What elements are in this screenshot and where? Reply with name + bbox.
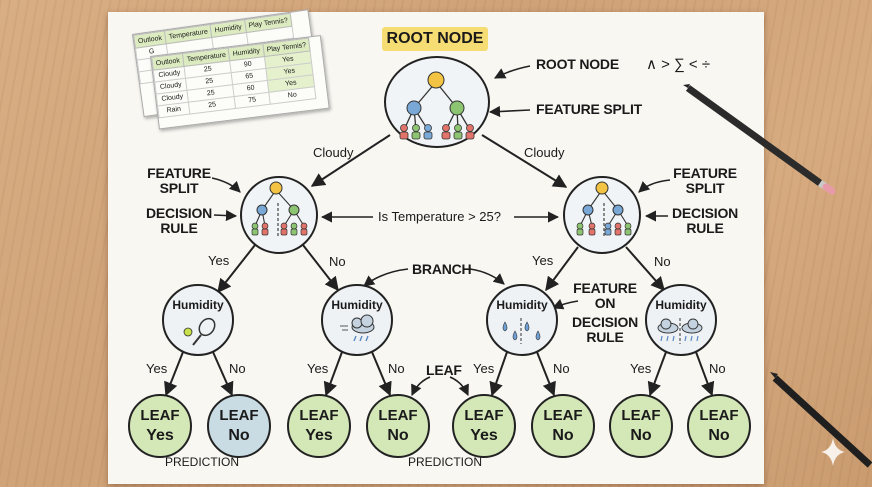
arrow-feature-split-right	[638, 179, 671, 193]
leaf-value: No	[708, 427, 730, 444]
leaf-node-7: LEAF No	[609, 394, 673, 458]
edge-label-h4-yes: Yes	[630, 361, 652, 376]
arrow-branch-left	[363, 268, 409, 287]
leaf-title: LEAF	[299, 407, 339, 424]
leaf-value: No	[630, 427, 652, 444]
leaf-title: LEAF	[140, 407, 180, 424]
leaf-value: No	[228, 427, 250, 444]
leaf-value: Yes	[305, 427, 333, 444]
edge-h2-yes	[323, 351, 343, 397]
arrow-leaf-left	[411, 376, 431, 397]
leaf-node-4: LEAF No	[366, 394, 430, 458]
arrow-root-label	[494, 65, 531, 79]
edge-left-no	[302, 244, 339, 292]
left-tree-icon	[251, 181, 308, 238]
arrow-branch-right	[469, 268, 505, 285]
math-symbols: ∧ > ∑ < ÷	[646, 56, 711, 73]
leaf-title: LEAF	[378, 407, 418, 424]
annotation-feature-split-top: FEATURE SPLIT	[536, 101, 643, 117]
edge-label-h3-yes: Yes	[473, 361, 495, 376]
leaf-value: Yes	[146, 427, 174, 444]
annotation-decision-rule-left: DECISION RULE	[146, 205, 213, 236]
leaf-node-3: LEAF Yes	[287, 394, 351, 458]
edge-label-root-right: Cloudy	[524, 145, 565, 160]
edge-h1-no	[212, 351, 234, 397]
humidity-node-4: Humidity	[645, 284, 717, 356]
edge-h3-no	[536, 351, 556, 397]
humidity-label: Humidity	[331, 298, 383, 312]
humidity-label: Humidity	[496, 298, 548, 312]
question-temperature: Is Temperature > 25?	[378, 209, 501, 224]
annotation-decision-rule-right: DECISION RULE	[672, 205, 739, 236]
edge-label-right-yes: Yes	[532, 253, 554, 268]
leaf-title: LEAF	[621, 407, 661, 424]
edge-label-h1-yes: Yes	[146, 361, 168, 376]
pencil-top-right-icon	[683, 84, 836, 195]
edge-label-left-yes: Yes	[208, 253, 230, 268]
edge-label-root-left: Cloudy	[313, 145, 354, 160]
edge-right-no	[625, 246, 665, 292]
humidity-node-3: Humidity	[486, 284, 558, 356]
humidity-node-1: Humidity	[162, 284, 234, 356]
leaf-title: LEAF	[219, 407, 259, 424]
edge-h4-yes	[647, 351, 667, 397]
arrow-decision-rule-left	[213, 209, 238, 222]
leaf-node-6: LEAF No	[531, 394, 595, 458]
root-node-title: ROOT NODE	[382, 27, 488, 51]
pencil-bottom-right-icon	[770, 372, 872, 468]
edge-left-yes	[217, 244, 256, 294]
edge-label-left-no: No	[329, 254, 346, 269]
edge-h3-yes	[489, 351, 508, 397]
edge-root-right	[481, 134, 568, 188]
clouds-icon	[657, 318, 703, 344]
tennis-racket-icon	[183, 317, 216, 346]
edge-h4-no	[695, 351, 715, 397]
humidity-label: Humidity	[655, 298, 707, 312]
leaf-title: LEAF	[543, 407, 583, 424]
arrow-feature-split-top	[488, 105, 531, 118]
leaf-node-8: LEAF No	[687, 394, 751, 458]
humidity-label: Humidity	[172, 298, 224, 312]
water-drops-icon	[502, 318, 541, 344]
annotation-root-node: ROOT NODE	[536, 56, 619, 72]
leaf-node-1: LEAF Yes	[128, 394, 192, 458]
annotation-prediction-left: PREDICTION	[165, 455, 240, 469]
edge-label-right-no: No	[654, 254, 671, 269]
leaf-title: LEAF	[699, 407, 739, 424]
leaf-title: LEAF	[464, 407, 504, 424]
annotation-feature-split-left: FEATURE SPLIT	[147, 165, 211, 196]
annotation-leaf: LEAF	[426, 362, 462, 378]
edge-right-yes	[545, 246, 579, 292]
cloud-rain-icon	[340, 314, 375, 342]
right-tree-icon	[576, 181, 632, 238]
leaf-node-5: LEAF Yes	[452, 394, 516, 458]
annotation-feature-split-right: FEATURE SPLIT	[673, 165, 737, 196]
arrow-leaf-right	[449, 376, 469, 397]
leaf-node-2: LEAF No	[207, 394, 271, 458]
annotation-branch: BRANCH	[412, 261, 472, 277]
annotation-prediction-right: PREDICTION	[408, 455, 483, 469]
edge-label-h3-no: No	[553, 361, 570, 376]
leaf-value: Yes	[470, 427, 498, 444]
edge-h1-yes	[164, 351, 184, 397]
edge-h2-no	[371, 351, 392, 397]
edge-label-h2-no: No	[388, 361, 405, 376]
edge-root-left	[310, 134, 391, 187]
edge-label-h1-no: No	[229, 361, 246, 376]
leaf-value: No	[552, 427, 574, 444]
arrow-feature-split-left	[211, 177, 241, 193]
edge-label-h2-yes: Yes	[307, 361, 329, 376]
leaf-value: No	[387, 427, 409, 444]
edge-label-h4-no: No	[709, 361, 726, 376]
annotation-feature-on-decision-rule: FEATURE ON DECISION RULE	[572, 280, 639, 345]
